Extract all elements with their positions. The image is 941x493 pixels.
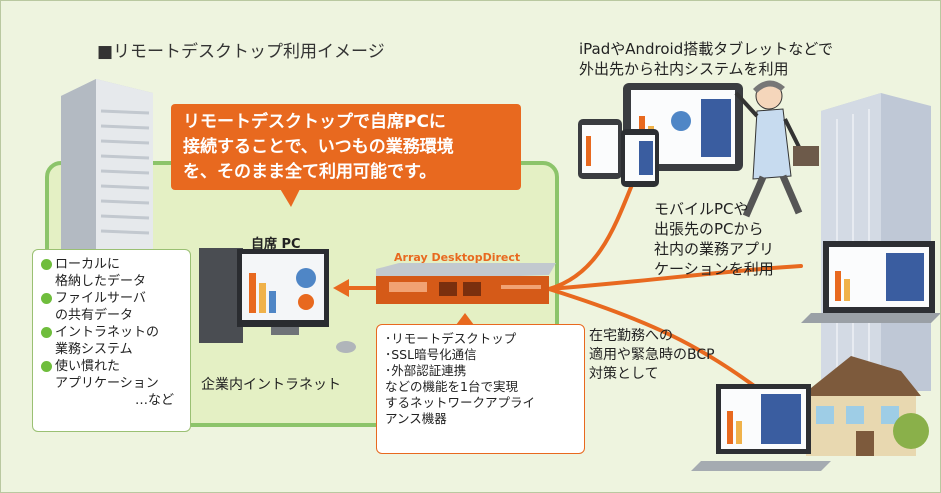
callout-line: 接続することで、いつもの業務環境 bbox=[183, 137, 454, 157]
callout-pointer bbox=[279, 187, 301, 207]
laptop-computer bbox=[801, 241, 940, 323]
feature-line: アンス機器 bbox=[385, 411, 447, 426]
mobile-pc-caption-line: 社内の業務アプリ bbox=[654, 240, 775, 258]
data-list-etc: …など bbox=[134, 393, 174, 408]
desktop-pc bbox=[199, 248, 356, 353]
data-list-box: ローカルに 格納したデータ ファイルサーバ の共有データ イントラネットの 業務… bbox=[32, 249, 191, 432]
arrow-head bbox=[333, 279, 349, 297]
bullet-icon bbox=[41, 259, 52, 270]
device-label: Array DesktopDirect bbox=[394, 251, 521, 264]
feature-line: などの機能を1台で実現 bbox=[385, 379, 518, 394]
businessman-figure bbox=[734, 80, 819, 218]
feature-line: するネットワークアプライ bbox=[385, 395, 536, 410]
feature-box-pointer bbox=[456, 313, 474, 325]
home-pc bbox=[691, 384, 831, 471]
data-list-item: 使い慣れた アプリケーション bbox=[41, 358, 184, 392]
office-building-left bbox=[61, 79, 153, 256]
feature-line: ･SSL暗号化通信 bbox=[385, 347, 477, 362]
feature-line: ･リモートデスクトップ bbox=[385, 331, 517, 346]
bullet-icon bbox=[41, 293, 52, 304]
feature-list-box: ･リモートデスクトップ ･SSL暗号化通信 ･外部認証連携 などの機能を1台で実… bbox=[376, 324, 585, 454]
mobile-caption-line: 外出先から社内システムを利用 bbox=[579, 60, 789, 78]
feature-line: ･外部認証連携 bbox=[385, 363, 467, 378]
mobile-pc-caption-line: ケーションを利用 bbox=[654, 260, 774, 278]
page-title: ■リモートデスクトップ利用イメージ bbox=[97, 42, 385, 62]
callout-line: リモートデスクトップで自席PCに bbox=[183, 112, 446, 132]
appliance-device bbox=[376, 263, 556, 304]
data-list-item: イントラネットの 業務システム bbox=[41, 324, 184, 358]
mobile-pc-caption-line: モバイルPCや bbox=[654, 200, 749, 218]
tablet-devices bbox=[578, 83, 743, 187]
bullet-icon bbox=[41, 361, 52, 372]
mobile-caption: iPadやAndroid搭載タブレットなどで 外出先から社内システムを利用 bbox=[579, 39, 833, 79]
home-caption-line: 在宅勤務への bbox=[589, 328, 673, 344]
callout-bubble: リモートデスクトップで自席PCに 接続することで、いつもの業務環境 を、そのまま… bbox=[171, 104, 521, 190]
house-illustration bbox=[801, 356, 929, 456]
data-list-item: ファイルサーバ の共有データ bbox=[41, 290, 184, 324]
home-caption: 在宅勤務への 適用や緊急時のBCP 対策として bbox=[589, 327, 715, 384]
mobile-pc-caption: モバイルPCや 出張先のPCから 社内の業務アプリ ケーションを利用 bbox=[654, 199, 774, 279]
data-list-item: ローカルに 格納したデータ bbox=[41, 256, 184, 290]
mobile-pc-caption-line: 出張先のPCから bbox=[654, 220, 764, 238]
home-caption-line: 対策として bbox=[589, 366, 659, 382]
callout-line: を、そのまま全て利用可能です。 bbox=[183, 162, 437, 182]
intranet-label: 企業内イントラネット bbox=[201, 377, 341, 393]
pc-label: 自席 PC bbox=[251, 237, 301, 252]
home-caption-line: 適用や緊急時のBCP bbox=[589, 347, 715, 363]
bullet-icon bbox=[41, 327, 52, 338]
callout-text: リモートデスクトップで自席PCに 接続することで、いつもの業務環境 を、そのまま… bbox=[171, 104, 521, 190]
mobile-caption-line: iPadやAndroid搭載タブレットなどで bbox=[579, 40, 833, 58]
